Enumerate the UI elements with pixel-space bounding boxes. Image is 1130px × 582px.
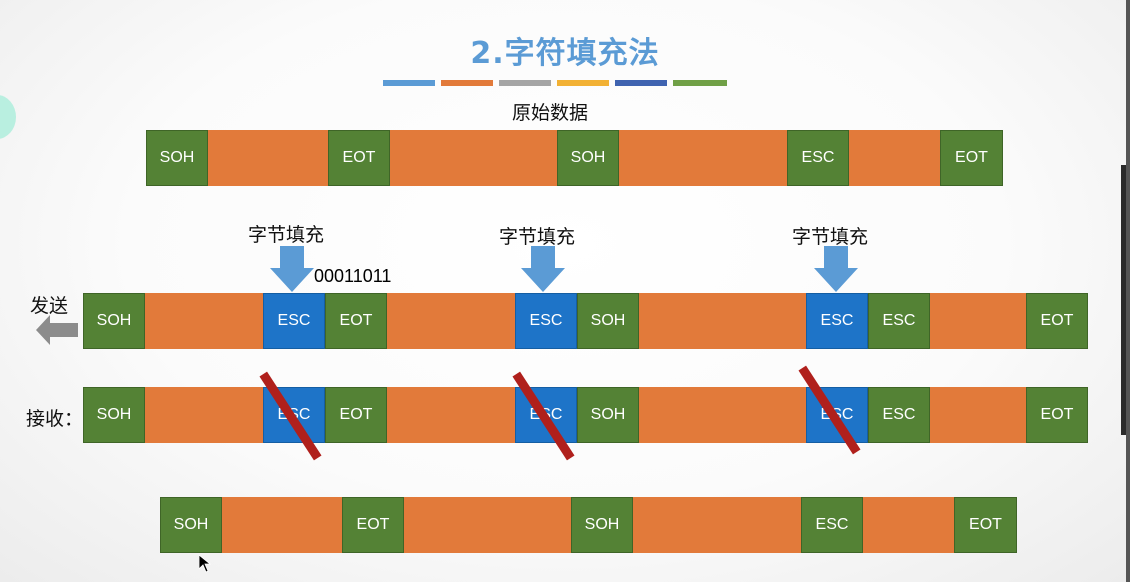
frame-byte-eot: EOT	[328, 130, 390, 186]
frame-byte-eot: EOT	[325, 293, 387, 349]
received-frame: SOH ESC EOT ESC SOH ESC ESC EOT	[83, 387, 1088, 443]
send-label: 发送	[30, 295, 69, 317]
frame-byte-eot: EOT	[342, 497, 404, 553]
frame-data-segment	[387, 387, 515, 443]
frame-byte-esc: ESC	[787, 130, 849, 186]
title-underline-bar-2	[441, 80, 493, 86]
frame-byte-esc: ESC	[868, 387, 930, 443]
frame-byte-soh: SOH	[83, 387, 145, 443]
frame-data-segment	[145, 387, 263, 443]
byte-stuffing-label-1: 字节填充	[248, 224, 325, 246]
byte-stuffing-label-2: 字节填充	[499, 226, 576, 248]
frame-data-segment	[222, 497, 342, 553]
frame-data-segment	[633, 497, 801, 553]
side-panel-tab[interactable]	[0, 95, 16, 139]
window-edge	[1121, 165, 1126, 435]
stuffed-byte-esc: ESC	[263, 293, 325, 349]
frame-byte-soh: SOH	[146, 130, 208, 186]
original-data-frame: SOH EOT SOH ESC EOT	[146, 130, 1003, 186]
frame-byte-eot: EOT	[325, 387, 387, 443]
title-underline-bar-3	[499, 80, 551, 86]
frame-byte-eot: EOT	[954, 497, 1017, 553]
slide-title: 2.字符填充法	[470, 36, 660, 71]
title-underline-bar-1	[383, 80, 435, 86]
window-scrollbar[interactable]	[1126, 0, 1130, 582]
frame-data-segment	[639, 293, 806, 349]
frame-data-segment	[208, 130, 328, 186]
frame-byte-soh: SOH	[557, 130, 619, 186]
restored-data-frame: SOH EOT SOH ESC EOT	[160, 497, 1017, 553]
frame-data-segment	[387, 293, 515, 349]
frame-byte-soh: SOH	[83, 293, 145, 349]
frame-byte-soh: SOH	[160, 497, 222, 553]
mouse-cursor-icon	[199, 555, 211, 573]
down-arrow-icon	[814, 246, 858, 292]
frame-byte-soh: SOH	[577, 293, 639, 349]
frame-data-segment	[390, 130, 557, 186]
down-arrow-icon	[270, 246, 314, 292]
byte-stuffing-label-3: 字节填充	[792, 226, 869, 248]
title-underline-bar-4	[557, 80, 609, 86]
receive-label: 接收：	[26, 408, 84, 430]
original-data-label: 原始数据	[512, 102, 589, 124]
frame-data-segment	[930, 387, 1026, 443]
frame-data-segment	[639, 387, 806, 443]
frame-data-segment	[619, 130, 787, 186]
left-arrow-icon	[36, 315, 78, 345]
stuffed-byte-esc: ESC	[515, 293, 577, 349]
frame-data-segment	[863, 497, 954, 553]
frame-data-segment	[849, 130, 940, 186]
title-underline-bar-5	[615, 80, 667, 86]
frame-byte-soh: SOH	[571, 497, 633, 553]
stuffed-byte-esc: ESC	[806, 293, 868, 349]
frame-data-segment	[930, 293, 1026, 349]
title-underline-bar-6	[673, 80, 727, 86]
frame-byte-esc: ESC	[801, 497, 863, 553]
down-arrow-icon	[521, 246, 565, 292]
frame-byte-soh: SOH	[577, 387, 639, 443]
frame-data-segment	[145, 293, 263, 349]
frame-byte-eot: EOT	[1026, 387, 1088, 443]
frame-byte-esc: ESC	[868, 293, 930, 349]
frame-byte-eot: EOT	[1026, 293, 1088, 349]
frame-byte-eot: EOT	[940, 130, 1003, 186]
frame-data-segment	[404, 497, 571, 553]
esc-binary-value: 00011011	[314, 266, 392, 286]
sent-frame: SOH ESC EOT ESC SOH ESC ESC EOT	[83, 293, 1088, 349]
